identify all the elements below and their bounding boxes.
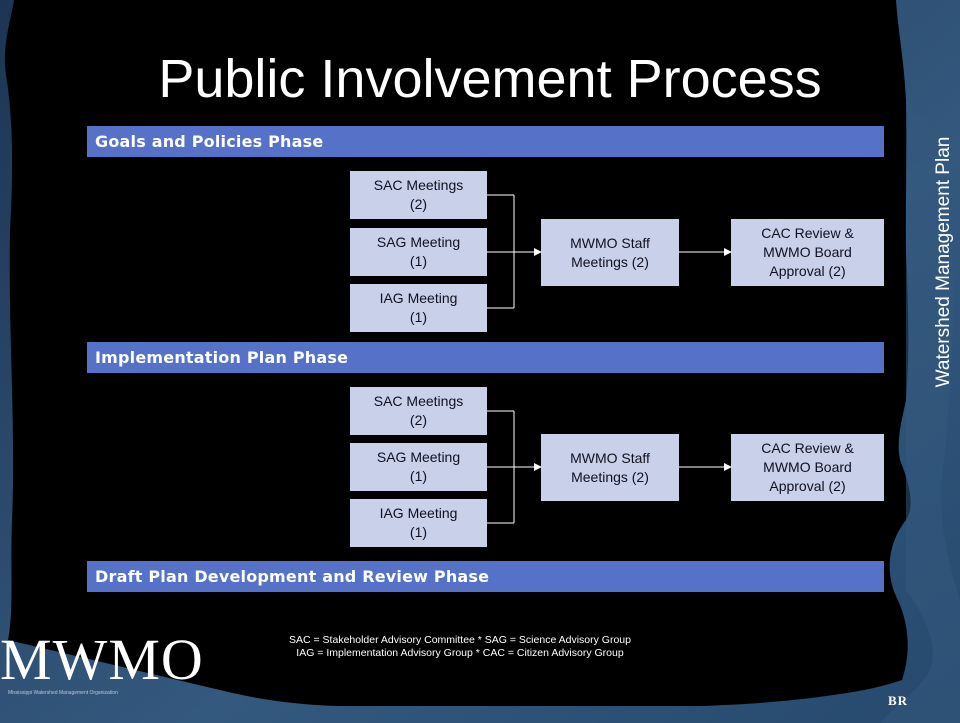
node-sag-meeting-phase1: SAG Meeting (1) [350,228,487,276]
phase-bar-goals-policies: Goals and Policies Phase [87,126,884,157]
node-board-approval-phase2: CAC Review & MWMO Board Approval (2) [731,434,884,501]
side-label-vertical: Watershed Management Plan [933,136,954,388]
node-staff-meetings-phase2: MWMO Staff Meetings (2) [541,434,679,501]
legend-abbreviations: SAC = Stakeholder Advisory Committee * S… [200,634,720,660]
node-iag-meeting-phase1: IAG Meeting (1) [350,284,487,332]
mwmo-logo: MWMO Mississippi Watershed Management Or… [0,630,250,697]
corner-logo-mark: BR [888,693,909,708]
logo-wordmark: MWMO [0,627,204,692]
node-board-approval-phase1: CAC Review & MWMO Board Approval (2) [731,219,884,286]
node-sag-meeting-phase2: SAG Meeting (1) [350,443,487,491]
slide-title: Public Involvement Process [158,49,822,109]
phase-bar-implementation-plan: Implementation Plan Phase [87,342,884,373]
node-sac-meetings-phase1: SAC Meetings (2) [350,171,487,219]
node-sac-meetings-phase2: SAC Meetings (2) [350,387,487,435]
node-iag-meeting-phase2: IAG Meeting (1) [350,499,487,547]
legend-line-1: SAC = Stakeholder Advisory Committee * S… [289,634,631,646]
phase-bar-draft-plan-review: Draft Plan Development and Review Phase [87,561,884,592]
legend-line-2: IAG = Implementation Advisory Group * CA… [296,647,624,659]
node-staff-meetings-phase1: MWMO Staff Meetings (2) [541,219,679,286]
logo-subtitle: Mississippi Watershed Management Organiz… [8,690,118,696]
